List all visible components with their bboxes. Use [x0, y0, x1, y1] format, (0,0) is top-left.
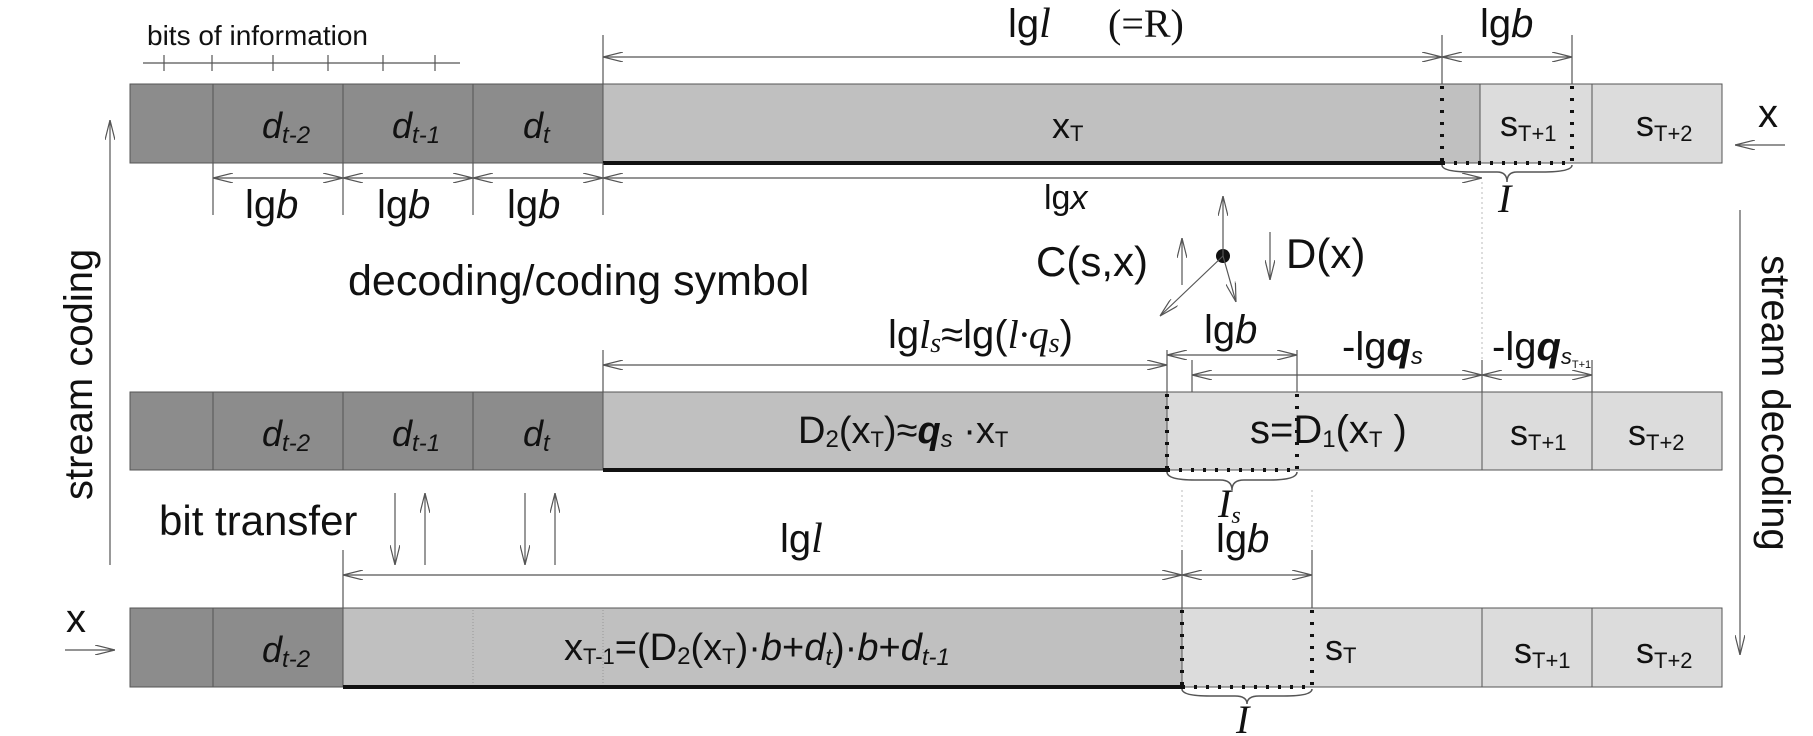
- row3-s-T1: sT+1: [1514, 630, 1571, 673]
- row1-blocks: [129, 83, 1723, 165]
- lg-l-row3-label: lgl: [780, 516, 823, 562]
- row1-I-label: I: [1497, 176, 1513, 221]
- lg-b-row3-label: lgb: [1216, 517, 1269, 561]
- row1-cell-d-tm1: [342, 83, 474, 164]
- d-x-label: D(x): [1286, 230, 1365, 277]
- bits-of-information-label: bits of information: [147, 20, 368, 51]
- row3-d-tm2: dt-2: [262, 629, 310, 673]
- row1-cell-0: [129, 83, 214, 164]
- row2-d-tm1: dt-1: [392, 413, 440, 457]
- neg-lg-qs-label: -lgqs: [1342, 325, 1423, 370]
- row2-top-dimensions: lgls≈lg(l·qs) lgb -lgqs -lgqsT+1: [602, 308, 1593, 392]
- row2-s-T1: sT+1: [1510, 412, 1567, 455]
- row1-I-brace: [1441, 164, 1573, 183]
- lg-b-label-3: lgb: [507, 183, 560, 227]
- x-right-label: x: [1758, 92, 1778, 136]
- bit-transfer-label: bit transfer: [159, 497, 357, 544]
- row3-top-dimensions: lgl lgb: [342, 516, 1313, 608]
- coding-symbol-hub: decoding/coding symbol C(s,x) D(x): [348, 196, 1365, 316]
- row2-cell-0: [129, 391, 214, 471]
- hub-down-arrow: [1222, 255, 1236, 302]
- row1-cell-d-tm2: [212, 83, 344, 164]
- c-sx-label: C(s,x): [1036, 238, 1148, 285]
- row2-Is-brace: [1166, 471, 1298, 491]
- row2-cell-s-T1: [1481, 391, 1593, 471]
- lg-b-label-1: lgb: [245, 183, 298, 227]
- lg-l-eq-R: (=R): [1108, 1, 1184, 46]
- row1-top-dimensions: lgl (=R) lgb: [602, 1, 1573, 84]
- row2-Is-label: Is: [1217, 481, 1241, 529]
- row2-cell-s: [1166, 391, 1483, 471]
- row3-x-formula: xT-1=(D2(xT)·b+dt)·b+dt-1: [564, 627, 950, 671]
- bit-transfer: bit transfer: [159, 493, 555, 565]
- decoding-coding-symbol-label: decoding/coding symbol: [348, 257, 809, 305]
- row1-d-tm2: dt-2: [262, 105, 310, 149]
- row2-cell-D2: [602, 391, 1168, 471]
- row3-texts: dt-2 xT-1=(D2(xT)·b+dt)·b+dt-1 sT sT+1 s…: [262, 627, 1693, 736]
- row1-cell-d-t: [472, 83, 604, 164]
- row1-s-T2: sT+2: [1636, 103, 1693, 146]
- row2-cell-d-tm2: [212, 391, 344, 471]
- row3-I-label: I: [1235, 697, 1251, 736]
- row1-s-T1: sT+1: [1500, 103, 1557, 146]
- row2-d-tm2: dt-2: [262, 413, 310, 457]
- row1-d-tm1: dt-1: [392, 105, 440, 149]
- stream-coding-label: stream coding: [57, 249, 101, 500]
- row2-cell-d-t: [472, 391, 604, 471]
- hub-left-arrow: [1160, 255, 1224, 316]
- bits-of-information-ruler: bits of information: [143, 20, 460, 71]
- row2-s-T2: sT+2: [1628, 412, 1685, 455]
- lg-b-top-label: lgb: [1480, 2, 1533, 46]
- row3-cell-s-T2: [1591, 607, 1723, 688]
- row2-d-t: dt: [523, 413, 551, 457]
- row2-cell-s-T2: [1591, 391, 1723, 471]
- x-left-label: x: [66, 597, 86, 641]
- row3-cell-s-T1: [1481, 607, 1593, 688]
- lg-b-row2-label: lgb: [1204, 308, 1257, 352]
- row2-texts: dt-2 dt-1 dt D2(xT)≈qs ·xT s=D1(xT ) sT+…: [262, 408, 1685, 529]
- row3-cell-x-Tm1: [342, 607, 1183, 688]
- lg-b-label-2: lgb: [377, 183, 430, 227]
- row2-s-eq-D1: s=D1(xT ): [1250, 408, 1407, 453]
- lg-ls-label: lgls≈lg(l·qs): [888, 312, 1073, 359]
- neg-lg-qsT1-label: -lgqsT+1: [1492, 325, 1591, 371]
- row2-cell-d-tm1: [342, 391, 474, 471]
- row1-texts: dt-2 dt-1 dt xT sT+1 sT+2: [262, 103, 1693, 149]
- row3-cell-0: [129, 607, 214, 688]
- row3-I-brace: [1181, 688, 1313, 705]
- row3-s-T: sT: [1325, 627, 1356, 668]
- row3-cell-d-tm2: [212, 607, 344, 688]
- row3-blocks: [129, 607, 1723, 689]
- row3-cell-s-T: [1181, 607, 1483, 688]
- row2-blocks: [129, 391, 1723, 612]
- row1-d-t: dt: [523, 105, 551, 149]
- lg-x-label: lgx: [1044, 179, 1088, 217]
- row1-x-T: xT: [1052, 105, 1083, 146]
- lg-l-label: lgl: [1008, 1, 1051, 47]
- stream-decoding-label: stream decoding: [1753, 255, 1797, 551]
- row3-s-T2: sT+2: [1636, 630, 1693, 673]
- row1-bottom-dimensions: lgb lgb lgb lgx I: [212, 163, 1573, 392]
- stream-arrows: stream coding stream decoding x x: [57, 92, 1797, 655]
- row1-cell-x-T: [602, 83, 1481, 164]
- row1-cell-s-T2: [1591, 83, 1723, 164]
- row2-D2-formula: D2(xT)≈qs ·xT: [798, 410, 1008, 453]
